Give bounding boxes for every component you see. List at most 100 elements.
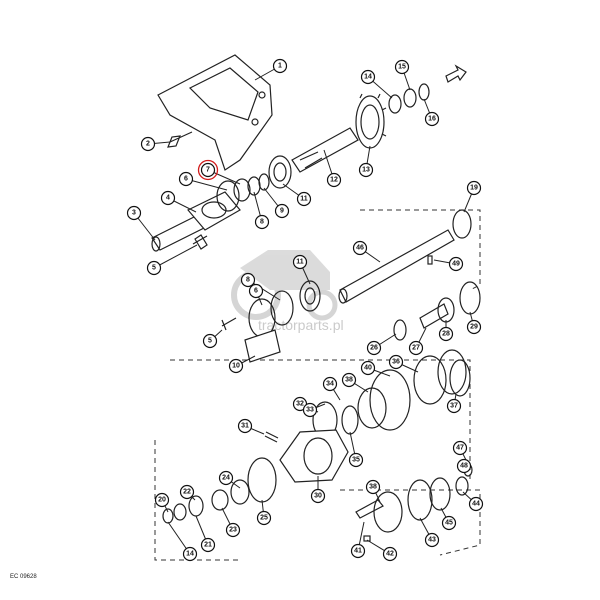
callout-circle xyxy=(352,240,368,256)
callout-47[interactable]: 47 xyxy=(452,440,468,456)
callout-label: 29 xyxy=(470,324,478,331)
callout-label: 36 xyxy=(392,359,400,366)
callout-circle xyxy=(446,398,462,414)
callout-circle xyxy=(456,458,472,474)
callout-label: 8 xyxy=(246,277,250,284)
callout-24[interactable]: 24 xyxy=(218,470,234,486)
callout-31[interactable]: 31 xyxy=(237,418,253,434)
callout-48[interactable]: 48 xyxy=(456,458,472,474)
callout-14[interactable]: 14 xyxy=(360,69,376,85)
callout-label: 20 xyxy=(158,497,166,504)
callout-circle xyxy=(408,340,424,356)
callout-11[interactable]: 11 xyxy=(292,254,308,270)
callout-2[interactable]: 2 xyxy=(140,136,156,152)
callout-circle xyxy=(302,402,318,418)
callout-6[interactable]: 6 xyxy=(178,171,194,187)
callout-label: 38 xyxy=(369,484,377,491)
callout-label: 42 xyxy=(386,551,394,558)
callout-12[interactable]: 12 xyxy=(326,172,342,188)
callout-16[interactable]: 16 xyxy=(424,111,440,127)
callout-circle xyxy=(146,260,162,276)
callout-38[interactable]: 38 xyxy=(341,372,357,388)
callout-label: 24 xyxy=(222,475,230,482)
callout-label: 22 xyxy=(183,489,191,496)
callout-circle xyxy=(348,452,364,468)
callout-20[interactable]: 20 xyxy=(154,492,170,508)
callout-5[interactable]: 5 xyxy=(146,260,162,276)
callout-28[interactable]: 28 xyxy=(438,326,454,342)
callout-label: 40 xyxy=(364,365,372,372)
callout-15[interactable]: 15 xyxy=(394,59,410,75)
callout-8[interactable]: 8 xyxy=(254,214,270,230)
callout-circle xyxy=(441,515,457,531)
callout-40[interactable]: 40 xyxy=(360,360,376,376)
callout-label: 6 xyxy=(254,288,258,295)
callout-circle xyxy=(179,484,195,500)
callout-label: 8 xyxy=(260,219,264,226)
watermark-text: tractorparts.pl xyxy=(258,317,344,333)
callout-8[interactable]: 8 xyxy=(240,272,256,288)
callout-circle xyxy=(254,214,270,230)
callout-25[interactable]: 25 xyxy=(256,510,272,526)
callout-9[interactable]: 9 xyxy=(274,203,290,219)
callout-circle xyxy=(360,360,376,376)
callout-49[interactable]: 49 xyxy=(448,256,464,272)
callout-circle xyxy=(272,58,288,74)
callout-label: 28 xyxy=(442,331,450,338)
callout-circle xyxy=(126,205,142,221)
callout-33[interactable]: 33 xyxy=(302,402,318,418)
callout-label: 23 xyxy=(229,527,237,534)
callout-circle xyxy=(424,111,440,127)
clutch-assembly xyxy=(162,349,471,524)
callout-35[interactable]: 35 xyxy=(348,452,364,468)
callout-label: 21 xyxy=(204,542,212,549)
callout-1[interactable]: 1 xyxy=(272,58,288,74)
callout-label: 31 xyxy=(241,423,249,430)
callout-26[interactable]: 26 xyxy=(366,340,382,356)
callout-36[interactable]: 36 xyxy=(388,354,404,370)
callout-42[interactable]: 42 xyxy=(382,546,398,562)
callout-label: 6 xyxy=(184,176,188,183)
callout-34[interactable]: 34 xyxy=(322,376,338,392)
callout-label: 13 xyxy=(362,167,370,174)
callout-circle xyxy=(296,191,312,207)
callout-label: 25 xyxy=(260,515,268,522)
callout-41[interactable]: 41 xyxy=(350,543,366,559)
callout-3[interactable]: 3 xyxy=(126,205,142,221)
callout-29[interactable]: 29 xyxy=(466,319,482,335)
callout-11[interactable]: 11 xyxy=(296,191,312,207)
callout-21[interactable]: 21 xyxy=(200,537,216,553)
callout-circle xyxy=(468,496,484,512)
callout-circle xyxy=(350,543,366,559)
callout-label: 12 xyxy=(330,177,338,184)
callout-10[interactable]: 10 xyxy=(228,358,244,374)
callout-5[interactable]: 5 xyxy=(202,333,218,349)
callout-label: 48 xyxy=(460,463,468,470)
callout-circle xyxy=(240,272,256,288)
callout-44[interactable]: 44 xyxy=(468,496,484,512)
callout-6[interactable]: 6 xyxy=(248,283,264,299)
callout-22[interactable]: 22 xyxy=(179,484,195,500)
callout-30[interactable]: 30 xyxy=(310,488,326,504)
callout-27[interactable]: 27 xyxy=(408,340,424,356)
callout-circle xyxy=(366,340,382,356)
callout-7[interactable]: 7 xyxy=(197,159,219,181)
callout-43[interactable]: 43 xyxy=(424,532,440,548)
callout-label: 5 xyxy=(208,338,212,345)
callout-19[interactable]: 19 xyxy=(466,180,482,196)
callout-4[interactable]: 4 xyxy=(160,190,176,206)
callout-13[interactable]: 13 xyxy=(358,162,374,178)
callout-circle xyxy=(365,479,381,495)
callout-circle xyxy=(438,326,454,342)
callout-label: 37 xyxy=(450,403,458,410)
callout-45[interactable]: 45 xyxy=(441,515,457,531)
callout-46[interactable]: 46 xyxy=(352,240,368,256)
callout-14[interactable]: 14 xyxy=(182,546,198,562)
callout-label: 1 xyxy=(278,63,282,70)
callout-38[interactable]: 38 xyxy=(365,479,381,495)
callout-circle xyxy=(218,470,234,486)
callout-23[interactable]: 23 xyxy=(225,522,241,538)
callout-37[interactable]: 37 xyxy=(446,398,462,414)
callout-label: 2 xyxy=(146,141,150,148)
